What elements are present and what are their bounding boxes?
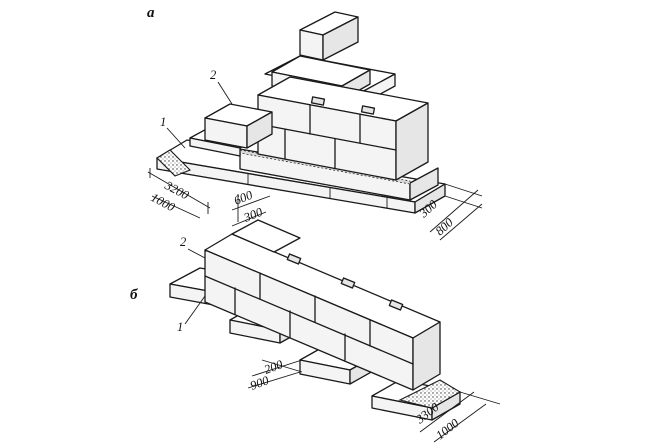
callout-1-b: 1 [177,320,183,334]
callout-1-a: 1 [160,115,166,129]
dim-b-200: 200 [262,357,285,377]
figure-b-wall [204,219,441,391]
figure-a-wall-front [239,76,439,201]
figure-b-callouts: 2 1 [177,235,206,334]
callout-2-a: 2 [210,68,216,82]
figure-b-discontinuous-foundation: б [130,219,501,442]
dim-a-800: 800 [433,215,457,238]
figure-b-pad-4 [371,379,462,421]
figure-a-callouts: 1 2 [160,68,233,149]
figure-a-continuous-foundation: а [147,5,483,241]
figure-a-label: а [147,5,155,21]
dim-a-600: 600 [232,187,255,207]
dim-b-900: 900 [248,373,271,393]
figure-a-wall-left [189,103,273,157]
callout-2-b: 2 [180,235,186,249]
figure-b-label: б [130,287,138,303]
